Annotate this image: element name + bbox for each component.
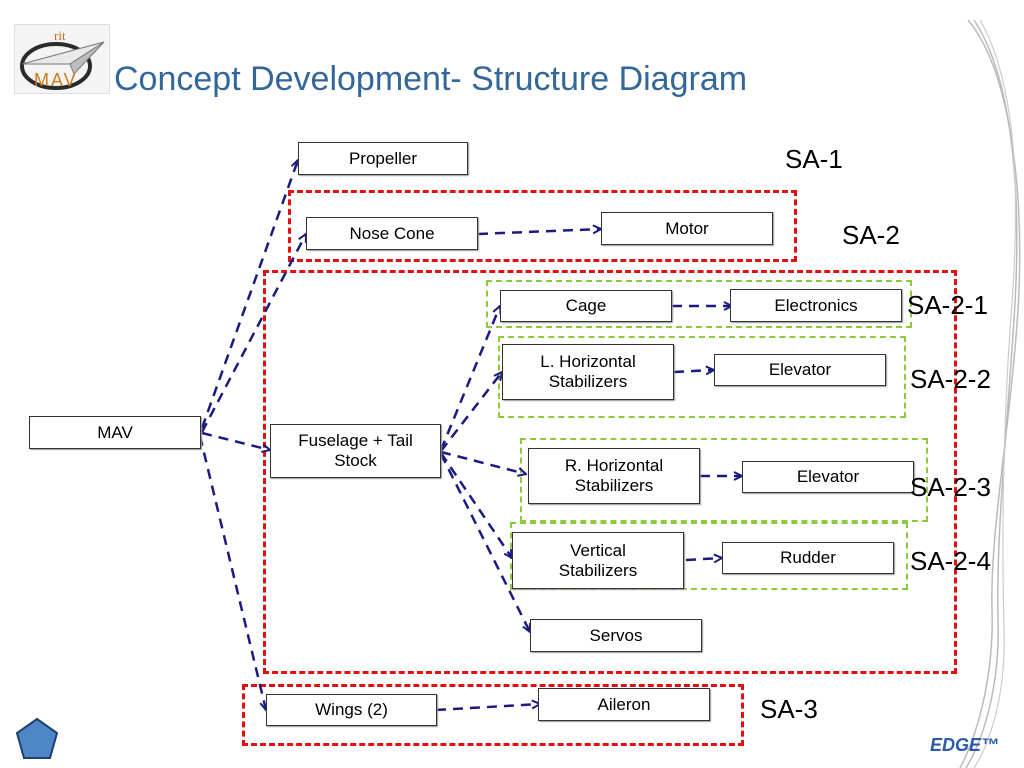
- edge-brand-text: EDGE™: [930, 735, 1000, 755]
- node-nose-cone-label: Nose Cone: [349, 223, 435, 243]
- node-mav-label: MAV: [97, 422, 133, 442]
- label-sa3: SA-3: [760, 694, 818, 724]
- node-propeller-label: Propeller: [348, 148, 418, 168]
- node-vertical-label: Vertical Stabilizers: [558, 540, 638, 580]
- arrow-fuselage-cage: [439, 306, 500, 451]
- label-sa2-4: SA-2-4: [910, 546, 991, 576]
- decorative-curves: [959, 19, 1021, 768]
- rit-mav-logo: rit MAV: [13, 23, 111, 95]
- label-sa2-1: SA-2-1: [907, 290, 988, 320]
- node-aileron: Aileron: [538, 688, 710, 721]
- sa2-fuselage-region: [263, 270, 957, 674]
- page-title: Concept Development- Structure Diagram: [114, 60, 748, 98]
- node-wings: Wings (2): [266, 694, 437, 726]
- node-l-horizontal: L. Horizontal Stabilizers: [502, 344, 674, 400]
- arrow-vertical-rudder: [685, 558, 722, 560]
- node-wings-label: Wings (2): [315, 700, 388, 719]
- sa3-region: [242, 684, 744, 746]
- sa2-3-region: [520, 438, 928, 522]
- node-propeller: Propeller: [298, 142, 468, 175]
- node-elevator-left: Elevator: [714, 354, 886, 386]
- label-sa2: SA-2: [842, 220, 900, 250]
- node-electronics: Electronics: [730, 289, 902, 322]
- label-sa1: SA-1: [785, 144, 843, 174]
- arrow-mav-fuselage: [201, 431, 270, 450]
- node-servos-label: Servos: [589, 625, 643, 645]
- node-rudder: Rudder: [722, 542, 894, 574]
- node-elevator-right: Elevator: [742, 461, 914, 493]
- arrow-wings-aileron: [435, 704, 540, 712]
- node-mav: MAV: [29, 416, 201, 449]
- node-vertical: Vertical Stabilizers: [512, 532, 684, 589]
- arrow-fuselage-vertical: [439, 452, 512, 558]
- node-elevator-left-label: Elevator: [768, 360, 832, 379]
- node-motor: Motor: [601, 212, 773, 245]
- arrow-lhorizontal-elevator: [673, 370, 714, 372]
- arrow-nosecone-motor: [477, 229, 601, 236]
- node-l-horizontal-label: L. Horizontal Stabilizers: [540, 352, 636, 391]
- pentagon-icon[interactable]: [14, 716, 60, 762]
- arrow-fuselage-lhorizontal: [440, 372, 502, 452]
- logo-rit-text: rit: [54, 28, 66, 43]
- arrow-fuselage-rhorizontal: [440, 450, 526, 474]
- arrow-mav-propeller: [200, 160, 298, 429]
- arrow-mav-wings: [198, 435, 266, 710]
- node-nose-cone: Nose Cone: [306, 217, 478, 250]
- node-electronics-label: Electronics: [774, 295, 858, 315]
- node-r-horizontal: R. Horizontal Stabilizers: [528, 448, 700, 504]
- node-elevator-right-label: Elevator: [796, 467, 860, 486]
- arrow-mav-nosecone: [200, 234, 308, 433]
- node-r-horizontal-label: R. Horizontal Stabilizers: [564, 456, 664, 495]
- node-fuselage-label: Fuselage + Tail Stock: [298, 431, 413, 470]
- node-rudder-label: Rudder: [780, 548, 836, 567]
- node-aileron-label: Aileron: [597, 694, 651, 714]
- node-servos: Servos: [530, 619, 702, 652]
- node-cage: Cage: [500, 290, 672, 322]
- logo-mav-text: MAV: [34, 70, 78, 90]
- sa2-region: [288, 190, 797, 262]
- label-sa2-2: SA-2-2: [910, 364, 991, 394]
- sa2-1-region: [486, 280, 912, 328]
- node-fuselage: Fuselage + Tail Stock: [270, 424, 441, 478]
- node-cage-label: Cage: [565, 296, 607, 315]
- node-motor-label: Motor: [665, 218, 709, 238]
- label-sa2-3: SA-2-3: [910, 472, 991, 502]
